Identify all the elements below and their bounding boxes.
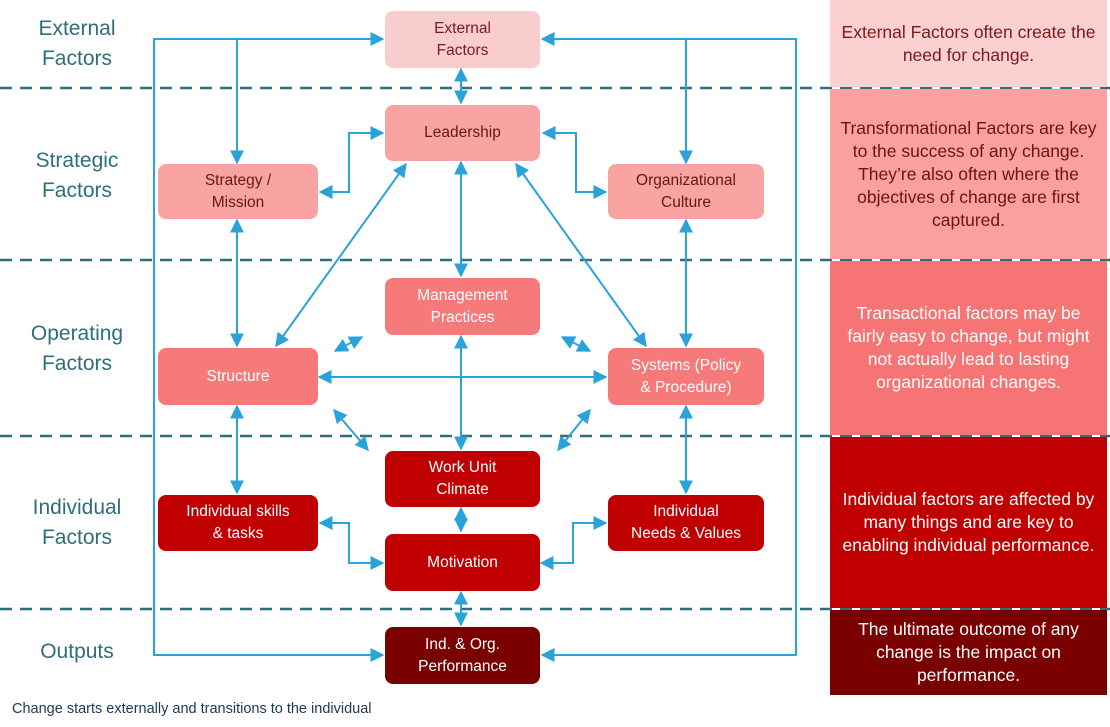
level-label-external: External Factors xyxy=(38,17,116,70)
side-note-external: External Factors often create the need f… xyxy=(830,0,1107,87)
node-management-practices: Management Practices xyxy=(385,278,540,335)
node-motivation: Motivation xyxy=(385,534,540,591)
arrow-leadership-culture xyxy=(541,126,608,199)
node-strategy-mission: Strategy / Mission xyxy=(158,164,318,219)
side-note-strategic: Transformational Factors are key to the … xyxy=(830,89,1107,259)
node-leadership: Leadership xyxy=(385,105,540,161)
node-organizational-culture: Organizational Culture xyxy=(608,164,764,219)
arrow-needs-motivation xyxy=(539,516,608,570)
node-systems: Systems (Policy & Procedure) xyxy=(608,348,764,405)
node-external-factors: External Factors xyxy=(385,11,540,68)
level-label-operating: Operating Factors xyxy=(30,322,124,375)
level-label-individual: Individual Factors xyxy=(32,496,122,549)
arrow-systems-climate xyxy=(557,408,591,452)
arrow-outer-right xyxy=(540,32,797,662)
arrow-mgmt-systems xyxy=(560,336,592,352)
arrow-structure-climate xyxy=(333,408,369,452)
arrow-mgmt-structure xyxy=(333,336,364,352)
node-structure: Structure xyxy=(158,348,318,405)
arrow-outer-left xyxy=(153,32,385,662)
level-label-outputs: Outputs xyxy=(40,640,114,663)
side-note-outputs: The ultimate outcome of any change is th… xyxy=(830,610,1107,695)
side-note-operating: Transactional factors may be fairly easy… xyxy=(830,261,1107,435)
level-label-strategic: Strategic Factors xyxy=(35,149,119,202)
caption: Change starts externally and transitions… xyxy=(12,701,372,717)
arrow-leadership-strategy xyxy=(318,126,385,199)
arrow-leadership-structure xyxy=(275,162,407,348)
node-individual-skills: Individual skills & tasks xyxy=(158,495,318,551)
side-note-individual: Individual factors are affected by many … xyxy=(830,437,1107,608)
node-individual-needs: Individual Needs & Values xyxy=(608,495,764,551)
arrow-skills-motivation xyxy=(318,516,385,570)
arrow-leadership-systems xyxy=(515,162,647,348)
node-performance: Ind. & Org. Performance xyxy=(385,627,540,684)
node-work-unit-climate: Work Unit Climate xyxy=(385,451,540,507)
